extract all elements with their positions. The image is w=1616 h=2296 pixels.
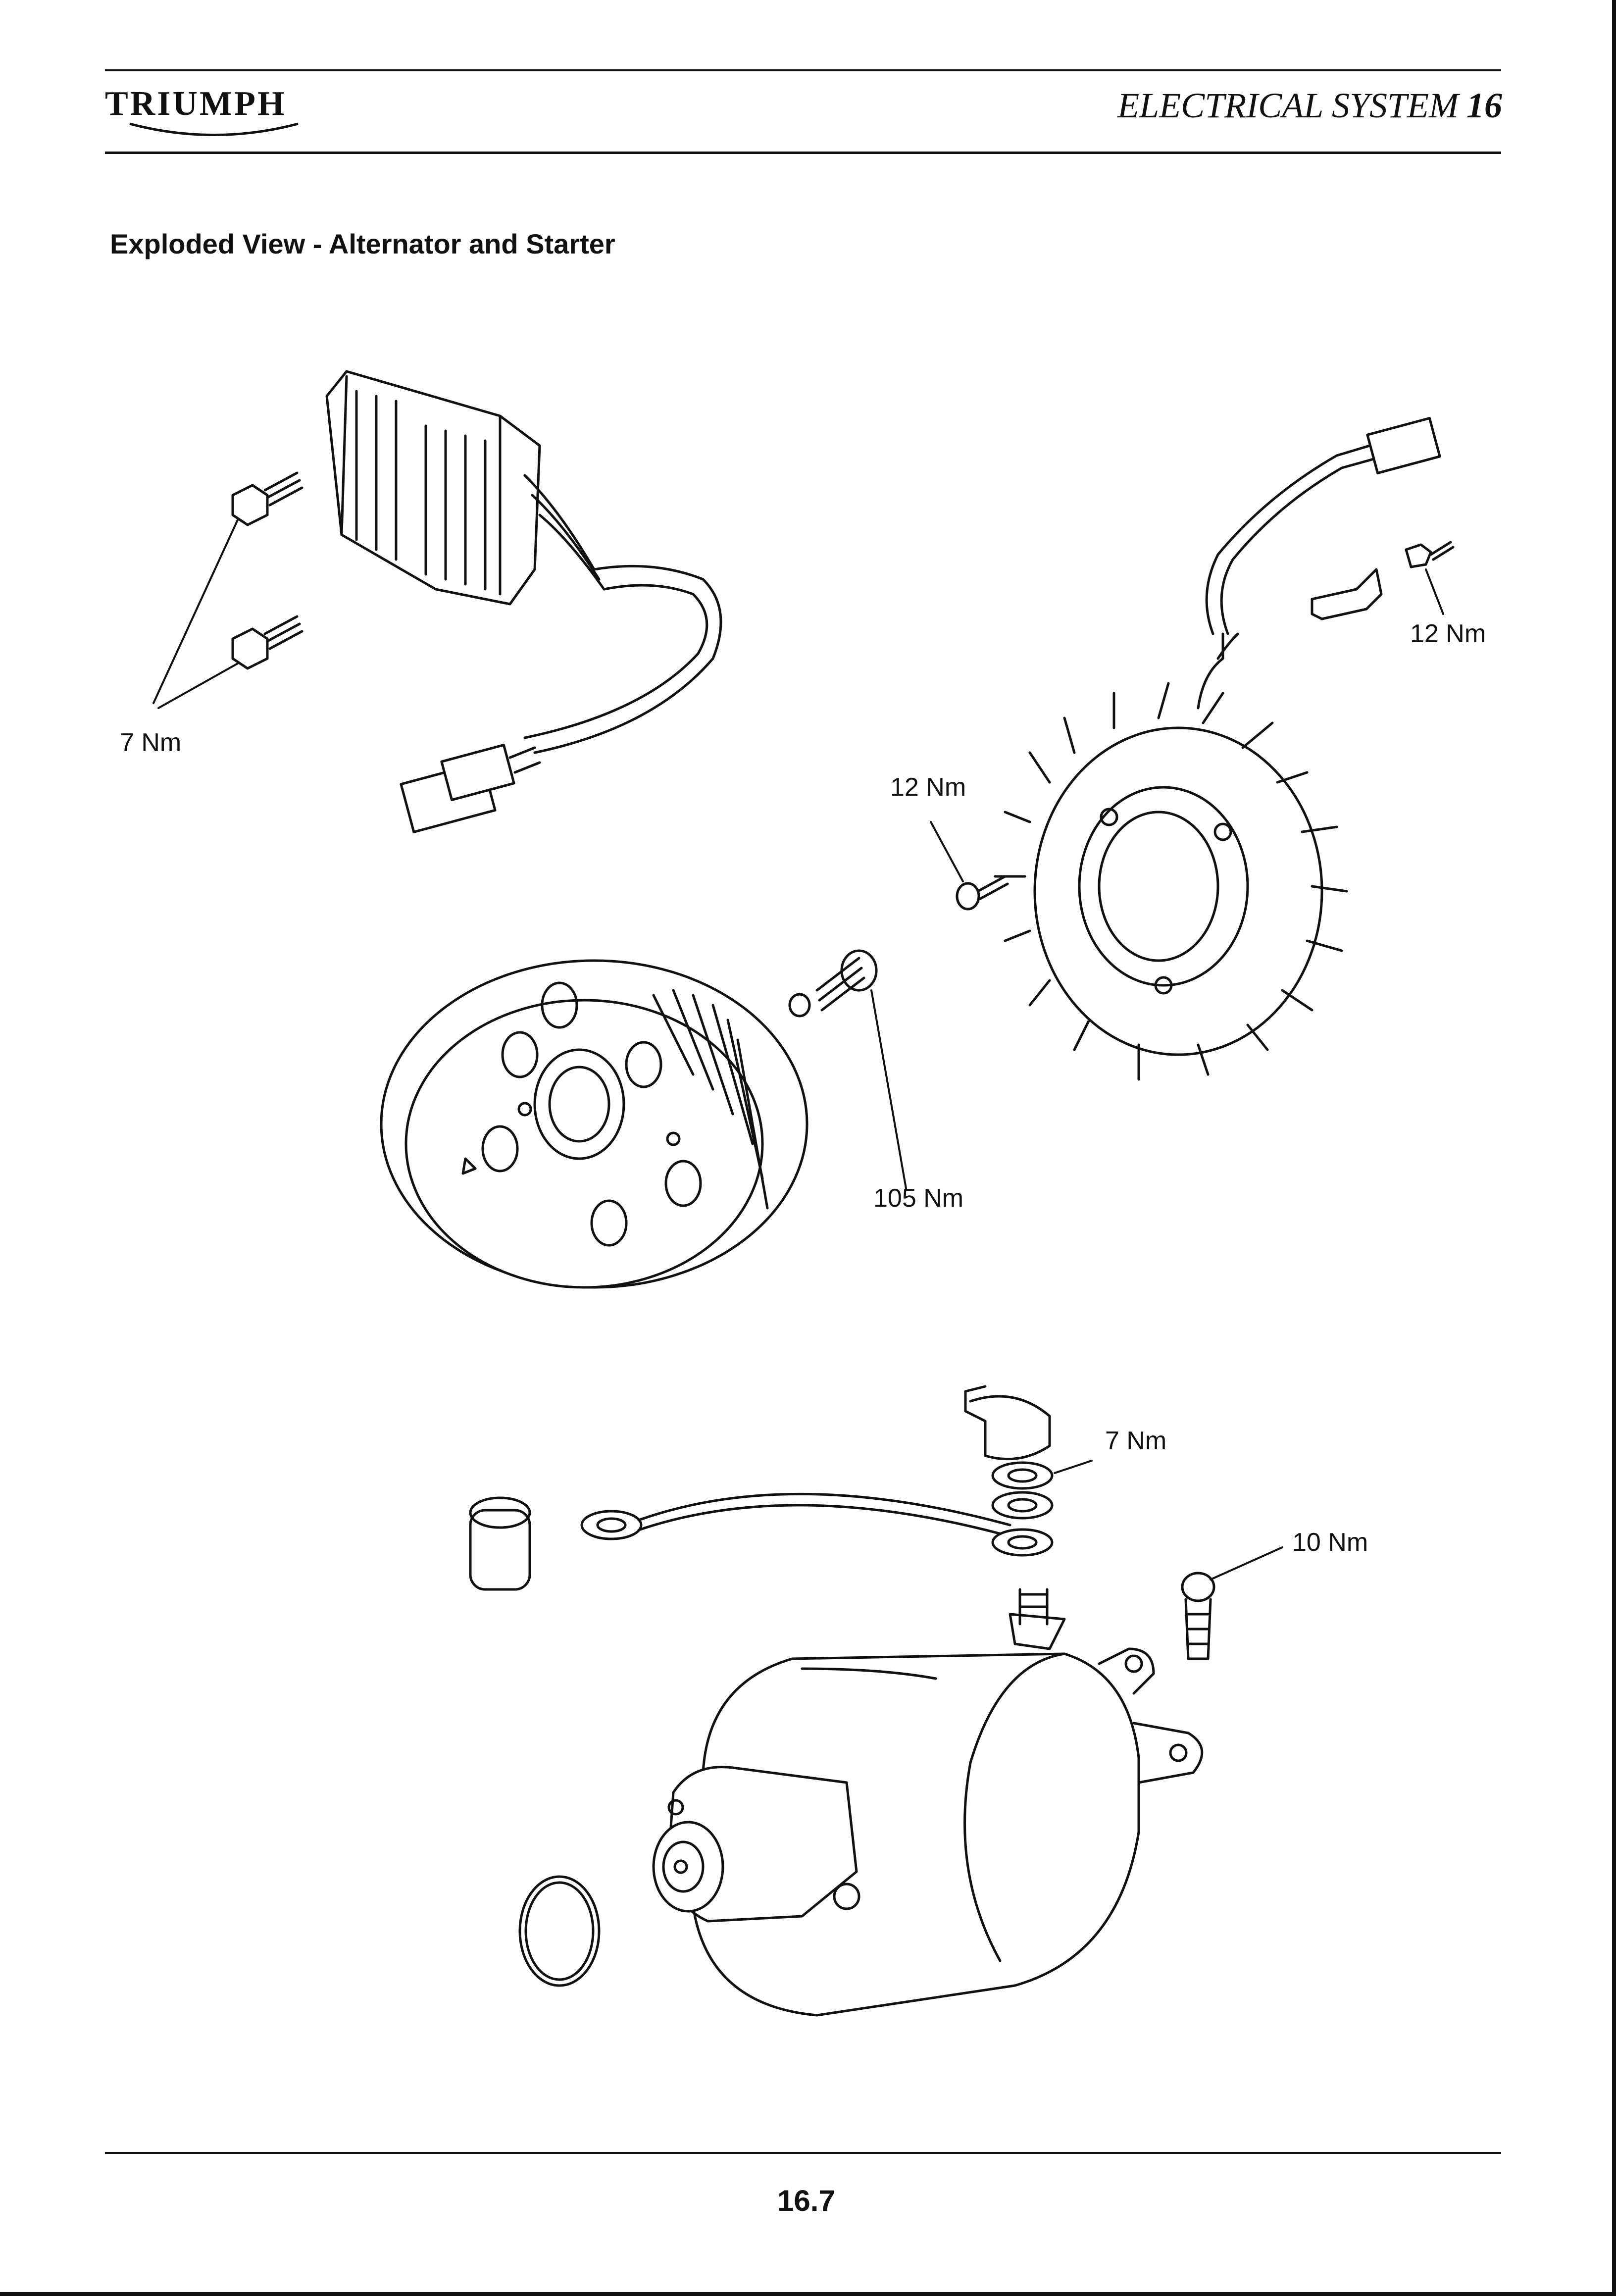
stator-screw — [930, 821, 1009, 911]
stator-bracket — [1311, 541, 1455, 620]
header-top-rule — [105, 69, 1501, 71]
section-number: 16 — [1466, 86, 1502, 125]
header-bottom-rule — [105, 152, 1501, 154]
footer-rule — [105, 2152, 1501, 2154]
terminal-washers — [991, 1460, 1093, 1557]
starter-motor — [652, 1588, 1204, 2017]
torque-label-starter-mount-bolt: 10 Nm — [1292, 1528, 1368, 1557]
triumph-logo: TRIUMPH — [105, 84, 313, 149]
torque-label-stator-screw: 12 Nm — [890, 773, 966, 802]
starter-cable — [469, 1385, 1051, 1591]
brand-logo-text: TRIUMPH — [105, 85, 287, 123]
page-number: 16.7 — [777, 2184, 835, 2217]
stator — [994, 417, 1441, 1081]
section-title-text: ELECTRICAL SYSTEM — [1117, 86, 1459, 125]
rotor-bolt — [788, 949, 907, 1189]
torque-label-starter-terminal-nut: 7 Nm — [1105, 1427, 1167, 1455]
starter-mount-bolt — [1181, 1546, 1283, 1660]
alternator-rotor — [380, 959, 808, 1289]
torque-label-regulator-bolts: 7 Nm — [120, 728, 182, 757]
regulator-bolts — [152, 471, 303, 709]
regulator-rectifier — [325, 370, 722, 833]
o-ring — [518, 1875, 601, 1987]
torque-label-stator-bracket: 12 Nm — [1410, 619, 1486, 648]
page-heading: Exploded View - Alternator and Starter — [110, 228, 615, 259]
logo-swoosh-icon — [129, 122, 299, 136]
torque-label-rotor-bolt: 105 Nm — [873, 1184, 964, 1213]
